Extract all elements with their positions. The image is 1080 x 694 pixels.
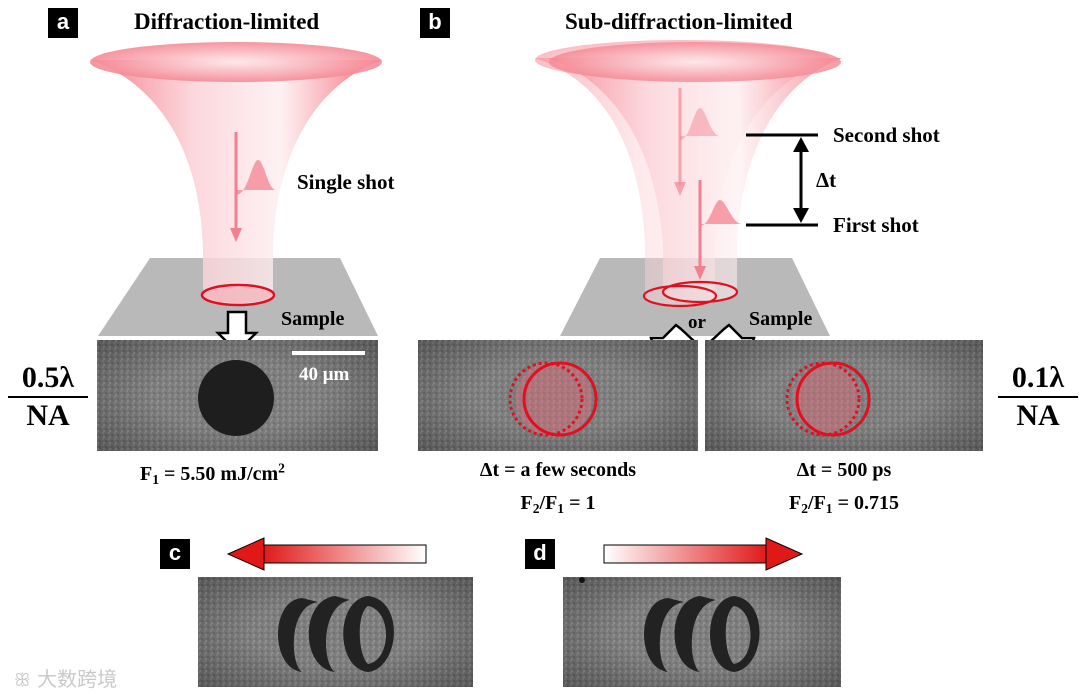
title-b: Sub-diffraction-limited	[565, 9, 793, 34]
resolution-left-denominator: NA	[26, 398, 70, 432]
gradient-arrow-right	[603, 537, 804, 571]
resolution-right-denominator: NA	[1016, 398, 1060, 432]
label-sample-b: Sample	[749, 308, 813, 330]
label-first-shot: First shot	[833, 213, 919, 237]
beam-funnel-b	[535, 40, 842, 308]
resolution-left: 0.5λ NA	[8, 362, 88, 431]
caption-delta-t-left: Δt = a few seconds	[479, 459, 637, 481]
panel-letter-d: d	[525, 539, 555, 569]
delta-t-marker	[746, 133, 818, 227]
label-or: or	[688, 312, 706, 333]
panel-letter-b: b	[420, 8, 450, 38]
caption-delta-t-right: Δt = 500 ps	[796, 459, 892, 481]
title-a: Diffraction-limited	[134, 9, 320, 34]
micrograph-c	[198, 577, 473, 687]
resolution-right-numerator: 0.1λ	[998, 362, 1078, 398]
beam-funnel-a	[90, 42, 382, 307]
watermark-logo-icon: ꕥ	[14, 670, 31, 691]
label-sample-a: Sample	[281, 308, 345, 330]
gradient-arrow-left	[226, 537, 427, 571]
micrograph-b-right	[705, 340, 983, 451]
resolution-right: 0.1λ NA	[998, 362, 1078, 431]
caption-ratio-left: F2/F1 = 1	[520, 492, 596, 516]
panel-letter-c: c	[160, 539, 190, 569]
label-single-shot: Single shot	[297, 170, 395, 194]
scale-bar-label: 40 μm	[299, 364, 350, 385]
panel-letter-a: a	[48, 8, 78, 38]
caption-ratio-right: F2/F1 = 0.715	[789, 492, 899, 516]
watermark: ꕥ 大数跨境	[14, 667, 118, 691]
micrograph-b-left	[418, 340, 698, 451]
micrograph-d	[563, 577, 841, 687]
micrograph-a	[97, 340, 378, 451]
resolution-left-numerator: 0.5λ	[8, 362, 88, 398]
label-second-shot: Second shot	[833, 123, 940, 147]
label-delta-t: Δt	[816, 168, 837, 192]
scale-bar	[292, 351, 365, 355]
caption-fluence-a: F1 = 5.50 mJ/cm2	[140, 460, 285, 487]
